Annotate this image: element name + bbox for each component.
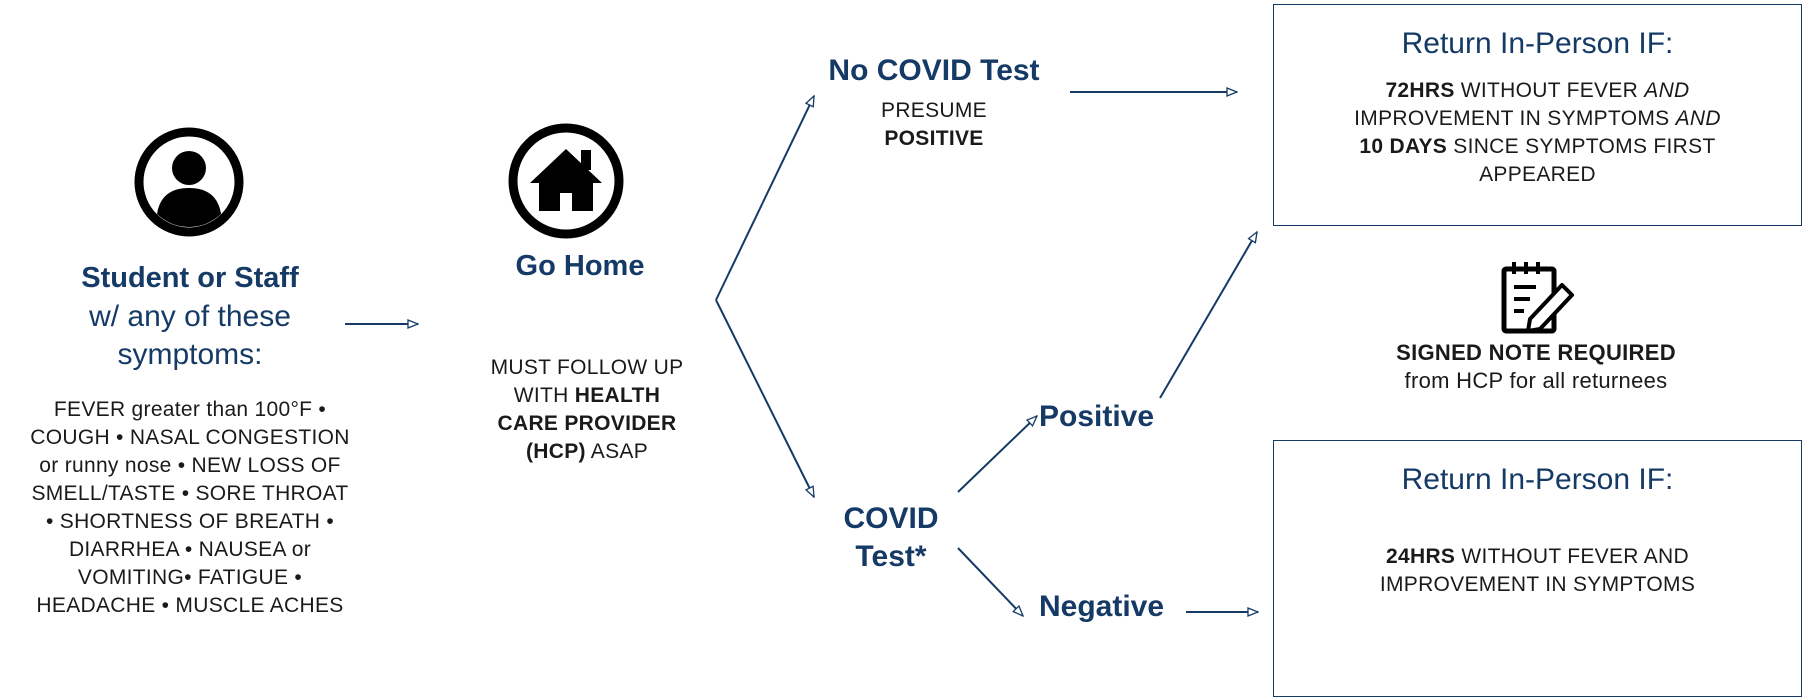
- return-box-top: Return In-Person IF: 72HRS WITHOUT FEVER…: [1273, 4, 1802, 226]
- symptom-line: SMELL/TASTE • SORE THROAT: [31, 482, 349, 505]
- symptom-line: DIARRHEA • NAUSEA or: [68, 538, 312, 561]
- return-box-top-title: Return In-Person IF:: [1401, 27, 1674, 60]
- note-returnees: from HCP for all returnees: [1404, 368, 1668, 393]
- return-bottom-24hrs: 24HRS: [1386, 545, 1456, 568]
- symptom-line: • SHORTNESS OF BREATH •: [45, 510, 335, 533]
- go-home-line2-prefix: WITH: [513, 384, 575, 407]
- go-home-title: Go Home: [515, 250, 645, 282]
- arrow-positive-to-top-box: [1159, 232, 1257, 399]
- arrow-home-to-covid-test: [715, 299, 815, 497]
- person-circle-icon: [133, 126, 245, 238]
- house-circle-icon: [506, 121, 626, 241]
- return-top-l1-rest: WITHOUT FEVER: [1454, 79, 1645, 102]
- symptom-line: FEVER greater than 100°F •: [53, 398, 327, 421]
- return-bottom-l1-rest: WITHOUT FEVER AND: [1455, 545, 1689, 568]
- return-top-l1-and: AND: [1644, 79, 1690, 102]
- student-title: Student or Staff: [81, 262, 299, 294]
- no-test-title: No COVID Test: [828, 54, 1040, 87]
- return-top-line: 10 DAYS SINCE SYMPTOMS FIRST: [1274, 133, 1801, 161]
- covid-test-line2: Test*: [855, 540, 927, 573]
- return-top-10days: 10 DAYS: [1359, 135, 1448, 158]
- symptom-line: or runny nose • NEW LOSS OF: [39, 454, 341, 477]
- return-top-line: 72HRS WITHOUT FEVER AND: [1274, 77, 1801, 105]
- return-bottom-line: 24HRS WITHOUT FEVER AND: [1274, 543, 1801, 571]
- arrow-test-to-negative: [957, 547, 1023, 616]
- return-bottom-line: IMPROVEMENT IN SYMPTOMS: [1379, 573, 1696, 596]
- return-box-bottom-body: 24HRS WITHOUT FEVER AND IMPROVEMENT IN S…: [1274, 543, 1801, 599]
- positive-label: Positive: [1039, 400, 1155, 433]
- negative-label: Negative: [1039, 590, 1165, 623]
- return-box-top-body: 72HRS WITHOUT FEVER AND IMPROVEMENT IN S…: [1274, 77, 1801, 189]
- signed-note-icon: [1500, 259, 1580, 337]
- covid-test-label: COVID Test*: [820, 500, 962, 576]
- go-home-line: CARE PROVIDER: [446, 410, 728, 438]
- return-top-line: APPEARED: [1479, 163, 1596, 186]
- no-test-presume: PRESUME: [881, 99, 987, 122]
- arrow-test-to-positive: [957, 416, 1037, 493]
- go-home-instructions: MUST FOLLOW UP WITH HEALTH CARE PROVIDER…: [446, 354, 728, 466]
- go-home-line: (HCP) ASAP: [446, 438, 728, 466]
- go-home-line3-bold: CARE PROVIDER: [497, 412, 677, 435]
- go-home-line4-bold: (HCP): [525, 440, 586, 463]
- symptom-line: HEADACHE • MUSCLE ACHES: [36, 594, 344, 617]
- student-subtitle-1: w/ any of these: [89, 300, 291, 333]
- go-home-line2-bold: HEALTH: [574, 384, 661, 407]
- return-top-72hrs: 72HRS: [1385, 79, 1455, 102]
- return-top-l2-and: AND: [1675, 107, 1721, 130]
- go-home-line: WITH HEALTH: [446, 382, 728, 410]
- student-subtitle-2: symptoms:: [117, 338, 263, 371]
- covid-test-line1: COVID: [843, 502, 939, 535]
- go-home-line: MUST FOLLOW UP: [490, 356, 684, 379]
- symptom-list: FEVER greater than 100°F • COUGH • NASAL…: [0, 396, 380, 620]
- symptom-line: VOMITING• FATIGUE •: [77, 566, 303, 589]
- return-top-line: IMPROVEMENT IN SYMPTOMS AND: [1274, 105, 1801, 133]
- go-home-line4-suffix: ASAP: [585, 440, 649, 463]
- no-test-positive: POSITIVE: [884, 127, 984, 150]
- return-top-l3-rest: SINCE SYMPTOMS FIRST: [1447, 135, 1716, 158]
- arrow-home-to-no-test: [715, 96, 815, 301]
- return-top-l2: IMPROVEMENT IN SYMPTOMS: [1354, 107, 1676, 130]
- note-required: SIGNED NOTE REQUIRED: [1396, 340, 1676, 365]
- return-box-bottom-title: Return In-Person IF:: [1401, 463, 1674, 496]
- return-box-bottom: Return In-Person IF: 24HRS WITHOUT FEVER…: [1273, 440, 1802, 697]
- symptom-line: COUGH • NASAL CONGESTION: [30, 426, 350, 449]
